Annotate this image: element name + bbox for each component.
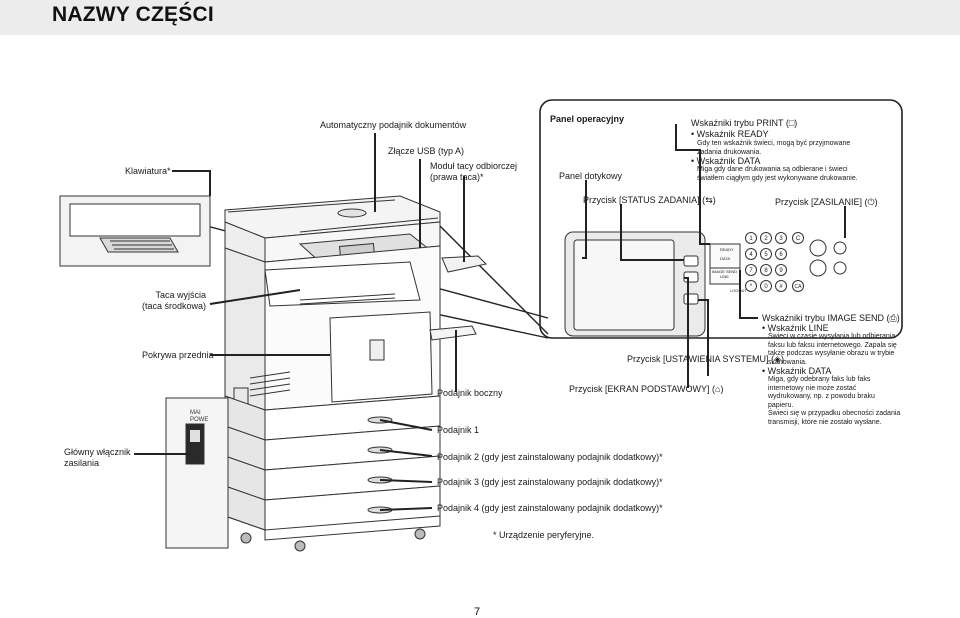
label-data: • Wskaźnik DATA xyxy=(691,156,761,166)
key-6[interactable]: 6 xyxy=(779,252,783,258)
label-data-2: • Wskaźnik DATA xyxy=(762,366,832,376)
data-desc-line-2: światłem ciągłym gdy jest wykonywane dru… xyxy=(697,174,858,182)
label-tray-module-line-2: (prawa taca)* xyxy=(430,172,484,182)
label-exit-tray-line-1: Taca wyjścia xyxy=(155,290,206,300)
label-main-switch: Główny włącznik zasilania xyxy=(64,447,131,469)
data2-desc-line-3: wydrukowany, np. z powodu braku xyxy=(768,393,875,400)
data2-desc-line-5: Świeci się w przypadku obecności zadania xyxy=(768,410,901,417)
label-ready: • Wskaźnik READY xyxy=(691,129,769,139)
indicator-image-send: IMAGE SEND xyxy=(712,269,737,274)
label-system-settings: Przycisk [USTAWIENIA SYSTEMU] (◈) xyxy=(627,354,784,365)
key-hash[interactable]: # xyxy=(779,284,783,290)
main-switch-inset xyxy=(165,397,229,549)
label-tray-module: Moduł tacy odbiorczej (prawa taca)* xyxy=(430,161,517,183)
label-print-mode-end: ) xyxy=(794,118,798,128)
label-exit-tray-line-2: (taca środkowa) xyxy=(141,301,206,311)
home-icon: ⌂ xyxy=(715,384,721,394)
label-job-status: Przycisk [STATUS ZADANIA] (⇆) xyxy=(583,195,716,206)
label-tray-2: Podajnik 2 (gdy jest zainstalowany podaj… xyxy=(437,452,663,462)
label-main-switch-line-2: zasilania xyxy=(64,458,100,468)
label-print-mode: Wskaźniki trybu PRINT (□) xyxy=(691,118,797,129)
header-bar xyxy=(0,0,960,35)
data2-desc-line-6: transmisji, które nie zostało wysłane. xyxy=(768,418,882,426)
label-tray-3: Podajnik 3 (gdy jest zainstalowany podaj… xyxy=(437,477,663,487)
line-desc-line-2: faksu lub faksu internetowego. Zapala si… xyxy=(768,341,897,349)
label-home-screen: Przycisk [EKRAN PODSTAWOWY] (⌂) xyxy=(569,384,723,395)
label-system-settings-text: Przycisk [USTAWIENIA SYSTEMU] ( xyxy=(627,354,775,364)
power-icon: ⏻ xyxy=(867,197,875,207)
ready-desc-line-2: zadania drukowania. xyxy=(697,148,762,156)
print-mode-icon: □ xyxy=(788,118,795,128)
label-front-cover: Pokrywa przednia xyxy=(142,350,214,360)
label-home-screen-text: Przycisk [EKRAN PODSTAWOWY] ( xyxy=(569,384,716,394)
label-exit-tray: Taca wyjścia (taca środkowa) xyxy=(134,290,206,312)
panel-heading: Panel operacyjny xyxy=(550,114,625,124)
switch-text-line-2: POWE xyxy=(190,417,208,423)
key-1[interactable]: 1 xyxy=(749,236,753,242)
line-desc-line-3: także podczas wysyłanie obrazu w trybie xyxy=(768,350,895,357)
label-power-end: ) xyxy=(874,197,878,207)
key-0[interactable]: 0 xyxy=(764,284,768,290)
footnote: * Urządzenie peryferyjne. xyxy=(493,530,595,540)
line-desc-line-4: skanowania. xyxy=(768,358,807,366)
data2-desc-line-1: Miga, gdy odebrany faks lub faks xyxy=(768,376,871,383)
label-image-send-end: ) xyxy=(896,313,900,323)
label-usb: Złącze USB (typ A) xyxy=(388,146,465,156)
ready-desc-line-1: Gdy ten wskaźnik świeci, mogą być przyjm… xyxy=(697,140,851,147)
label-touch-panel: Panel dotykowy xyxy=(559,171,623,181)
data2-desc-line-2: internetowy nie może zostać xyxy=(768,384,857,392)
key-7[interactable]: 7 xyxy=(749,268,753,274)
label-job-status-text: Przycisk [STATUS ZADANIA] ( xyxy=(583,195,706,205)
control-panel-drawing xyxy=(564,231,741,337)
image-send-icon: ⎙ xyxy=(889,313,897,323)
label-image-send-text: Wskaźniki trybu IMAGE SEND ( xyxy=(762,313,890,323)
line-desc-line-1: Świeci w czasie wysyłania lub odbierania xyxy=(768,333,896,340)
label-print-mode-text: Wskaźniki trybu PRINT ( xyxy=(691,118,789,128)
key-2[interactable]: 2 xyxy=(764,236,768,242)
label-power-text: Przycisk [ZASILANIE] ( xyxy=(775,197,868,207)
key-8[interactable]: 8 xyxy=(764,268,768,274)
label-line: • Wskaźnik LINE xyxy=(762,323,829,333)
system-settings-icon: ◈ xyxy=(774,354,781,364)
job-status-icon: ⇆ xyxy=(705,195,713,205)
keyboard-inset xyxy=(59,195,211,267)
ready-description: Gdy ten wskaźnik świeci, mogą być przyjm… xyxy=(697,140,850,157)
key-star[interactable]: * xyxy=(750,284,753,290)
label-system-settings-end: ) xyxy=(780,354,784,364)
label-home-screen-end: ) xyxy=(720,384,724,394)
indicator-ready: READY xyxy=(720,247,734,252)
indicator-logout: LOGOUT xyxy=(730,288,747,293)
label-main-switch-line-1: Główny włącznik xyxy=(64,447,131,457)
label-adf: Automatyczny podajnik dokumentów xyxy=(320,120,467,130)
label-image-send: Wskaźniki trybu IMAGE SEND (⎙) xyxy=(762,313,900,324)
key-5[interactable]: 5 xyxy=(764,252,768,258)
label-tray-4: Podajnik 4 (gdy jest zainstalowany podaj… xyxy=(437,503,663,513)
indicator-line: LINE xyxy=(720,274,729,279)
data2-desc-line-4: papieru. xyxy=(768,401,794,409)
key-4[interactable]: 4 xyxy=(749,252,753,258)
line-description: Świeci w czasie wysyłania lub odbierania… xyxy=(768,333,897,367)
switch-text-line-1: MAI xyxy=(190,410,201,416)
key-ca[interactable]: CA xyxy=(795,284,803,290)
label-tray-1: Podajnik 1 xyxy=(437,425,480,435)
indicator-data: DATA xyxy=(720,256,730,261)
label-power: Przycisk [ZASILANIE] (⏻) xyxy=(775,197,878,208)
data-description: Miga gdy dane drukowania są odbierane i … xyxy=(697,166,858,183)
keypad xyxy=(745,232,847,292)
data-desc-line-1: Miga gdy dane drukowania są odbierane i … xyxy=(697,166,848,173)
data2-description: Miga, gdy odebrany faks lub faks interne… xyxy=(768,376,900,427)
label-tray-module-line-1: Moduł tacy odbiorczej xyxy=(430,161,518,171)
page-number: 7 xyxy=(474,606,481,618)
key-9[interactable]: 9 xyxy=(779,268,783,274)
label-job-status-end: ) xyxy=(712,195,716,205)
key-3[interactable]: 3 xyxy=(779,236,783,242)
label-keyboard: Klawiatura* xyxy=(125,166,171,176)
key-c[interactable]: C xyxy=(796,236,801,242)
page-title: NAZWY CZĘŚCI xyxy=(52,3,214,26)
printer-illustration xyxy=(224,195,488,552)
label-bypass-tray: Podajnik boczny xyxy=(437,388,503,398)
